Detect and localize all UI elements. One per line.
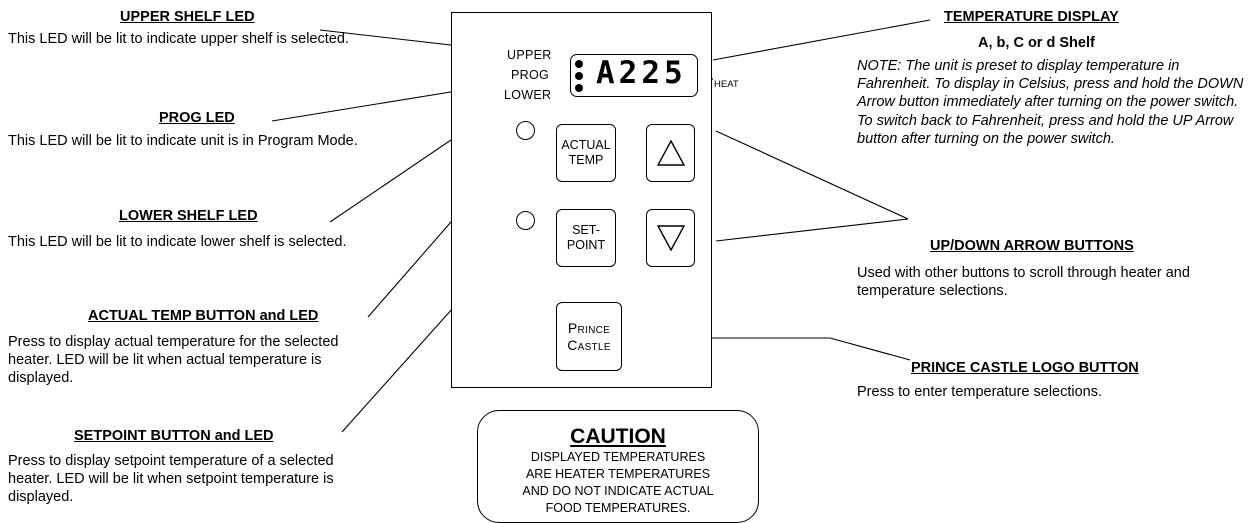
setpoint-text: Press to display setpoint temperature of… bbox=[8, 453, 334, 505]
actual-temp-button[interactable]: ACTUAL TEMP bbox=[556, 124, 616, 182]
temperature-display-title: TEMPERATURE DISPLAY bbox=[944, 9, 1119, 25]
temperature-display-note: NOTE: The unit is preset to display temp… bbox=[857, 58, 1244, 147]
actual-temp-led bbox=[516, 121, 535, 140]
display-readout: A225 bbox=[596, 55, 687, 91]
down-arrow-icon bbox=[656, 225, 685, 252]
setpoint-title: SETPOINT BUTTON and LED bbox=[74, 428, 274, 444]
up-arrow-button[interactable] bbox=[646, 124, 695, 182]
arrow-up-leader bbox=[715, 130, 909, 220]
logo-button-text: Press to enter temperature selections. bbox=[857, 384, 1103, 400]
actual-temp-text: Press to display actual temperature for … bbox=[8, 334, 339, 386]
temperature-display-subtitle: A, b, C or d Shelf bbox=[978, 35, 1095, 51]
lower-label: LOWER bbox=[504, 88, 552, 102]
caution-box: CAUTION DISPLAYED TEMPERATURES ARE HEATE… bbox=[477, 410, 759, 523]
down-arrow-button[interactable] bbox=[646, 209, 695, 267]
lower-shelf-led-text: This LED will be lit to indicate lower s… bbox=[8, 234, 347, 250]
arrow-down-leader bbox=[715, 218, 909, 242]
arrow-buttons-title: UP/DOWN ARROW BUTTONS bbox=[930, 238, 1134, 254]
heat-label: HEAT bbox=[714, 79, 739, 90]
caution-line: ARE HEATER TEMPERATURES bbox=[525, 467, 711, 481]
temperature-display bbox=[570, 54, 698, 97]
upper-shelf-led-text: This LED will be lit to indicate upper s… bbox=[8, 31, 349, 47]
prince-castle-logo-button[interactable]: Prince Castle bbox=[556, 302, 622, 371]
prog-led-text: This LED will be lit to indicate unit is… bbox=[8, 133, 358, 149]
prog-led-title: PROG LED bbox=[159, 110, 235, 126]
caution-line: FOOD TEMPERATURES. bbox=[545, 501, 691, 515]
prog-label: PROG bbox=[511, 68, 550, 82]
arrow-buttons-text: Used with other buttons to scroll throug… bbox=[857, 265, 1190, 299]
upper-label: UPPER bbox=[507, 48, 552, 62]
caution-title: CAUTION bbox=[570, 425, 666, 448]
prog-led bbox=[575, 72, 583, 80]
upper-led bbox=[575, 60, 583, 68]
logo-leader-diag bbox=[829, 337, 911, 361]
setpoint-led bbox=[516, 211, 535, 230]
caution-line: AND DO NOT INDICATE ACTUAL bbox=[522, 484, 714, 498]
upper-shelf-led-title: UPPER SHELF LED bbox=[120, 9, 255, 25]
actual-temp-title: ACTUAL TEMP BUTTON and LED bbox=[88, 308, 319, 324]
caution-line: DISPLAYED TEMPERATURES bbox=[530, 450, 706, 464]
display-leader bbox=[712, 19, 931, 61]
setpoint-button[interactable]: SET- POINT bbox=[556, 209, 616, 267]
logo-button-title: PRINCE CASTLE LOGO BUTTON bbox=[911, 360, 1139, 376]
lower-shelf-led-title: LOWER SHELF LED bbox=[119, 208, 258, 224]
up-arrow-icon bbox=[656, 139, 685, 166]
lower-led bbox=[575, 84, 583, 92]
